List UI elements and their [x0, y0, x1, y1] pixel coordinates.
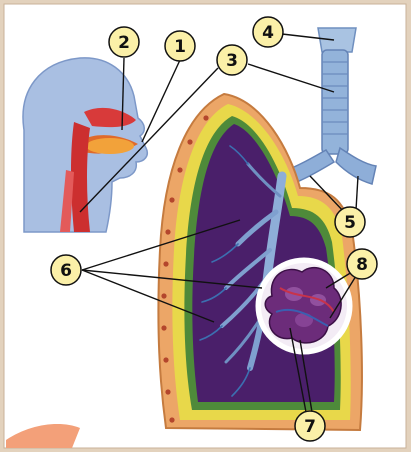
callout-3-label: 3	[226, 51, 238, 71]
callout-7-label: 7	[304, 417, 316, 437]
callout-8: 8	[347, 249, 377, 279]
callout-2-label: 2	[118, 33, 130, 53]
callout-2: 2	[109, 27, 139, 57]
callout-5-label: 5	[344, 213, 356, 233]
callout-1: 1	[165, 31, 195, 61]
callout-7: 7	[295, 411, 325, 441]
callout-6: 6	[51, 255, 81, 285]
callout-8-label: 8	[356, 255, 368, 275]
callout-3: 3	[217, 45, 247, 75]
trachea	[322, 50, 348, 154]
callout-4: 4	[253, 17, 283, 47]
callout-6-label: 6	[60, 261, 72, 281]
tongue	[86, 138, 134, 154]
callout-5: 5	[335, 207, 365, 237]
callout-4-label: 4	[262, 23, 274, 43]
callout-1-label: 1	[174, 37, 186, 57]
larynx	[318, 28, 356, 52]
